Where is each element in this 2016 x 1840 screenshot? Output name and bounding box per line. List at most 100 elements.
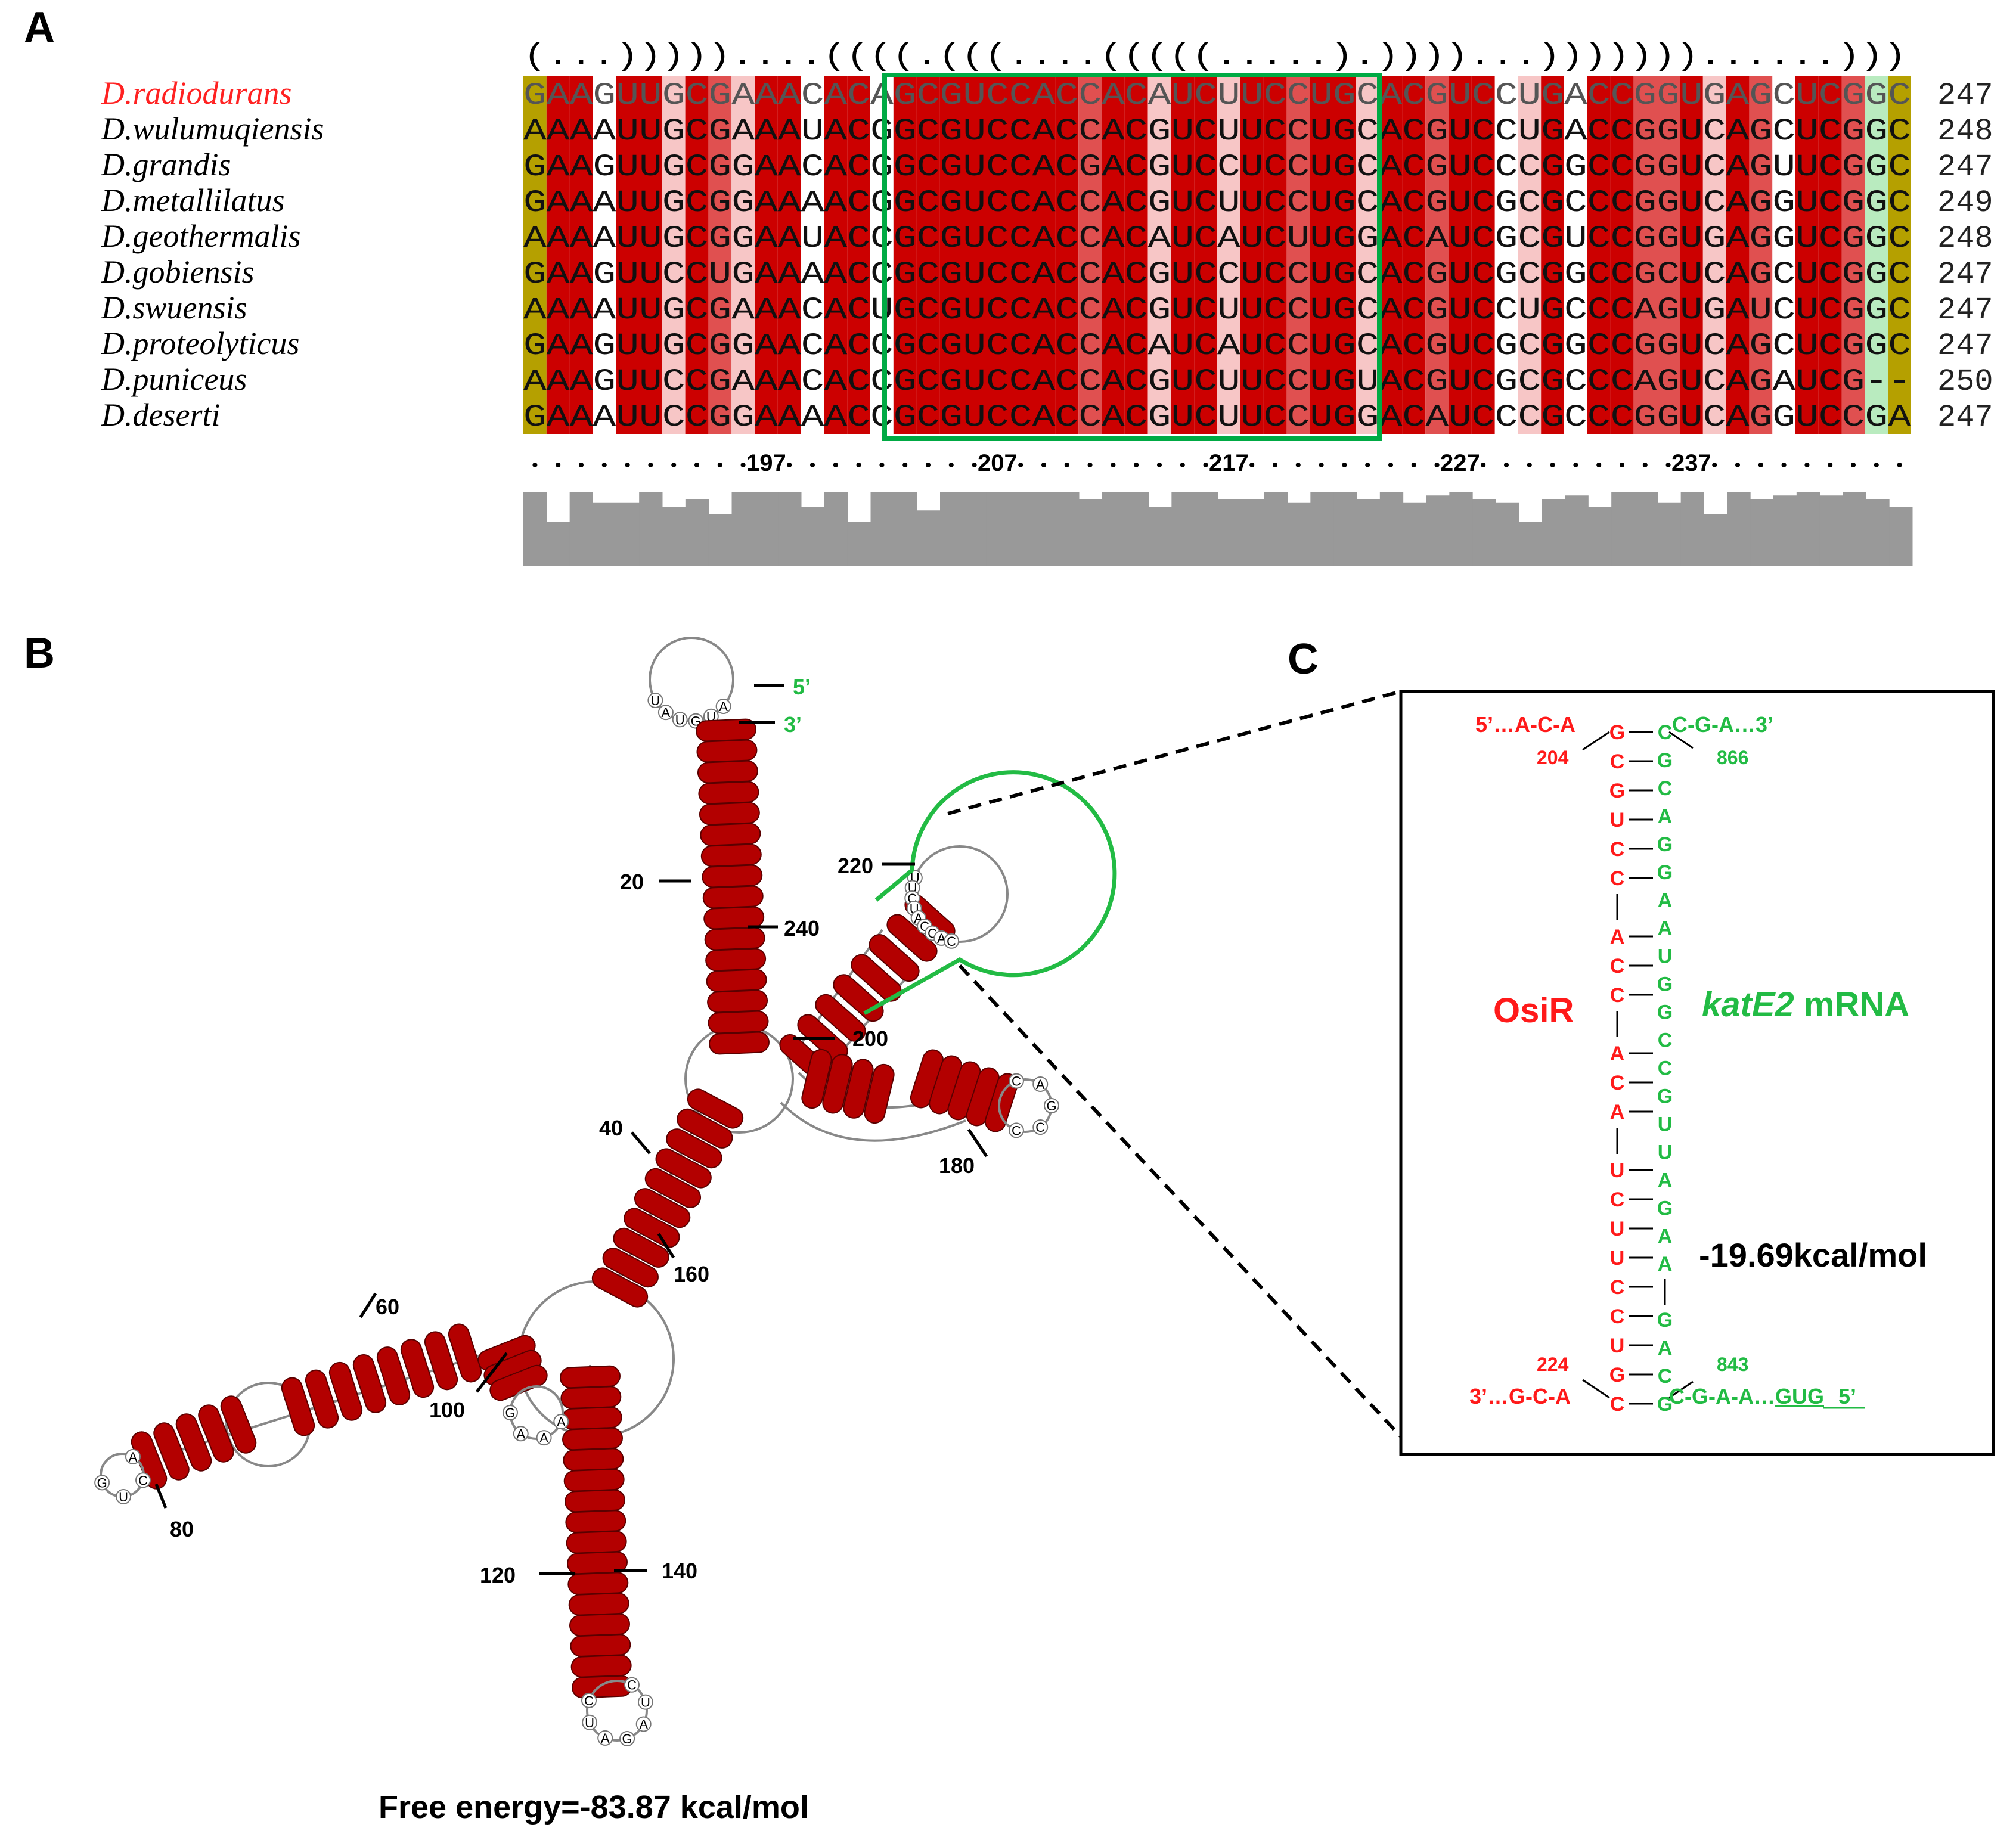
- loop-base-letter: A: [539, 1431, 548, 1445]
- alignment-column-shade: [616, 76, 639, 434]
- base-pair: [424, 1331, 458, 1391]
- alignment-column-shade: [1587, 76, 1611, 434]
- dot-bracket-line: (...)))))....((((.(((....(((((.....).)))…: [523, 39, 1906, 74]
- conservation-bar: [1680, 492, 1704, 566]
- loop-base: [536, 1430, 552, 1446]
- species-name: D.wulumuqiensis: [101, 111, 324, 147]
- sequence-row: AAAAUUGCGAAAUACGGCGUCCACCACGUCUUCCUGCACG…: [523, 114, 1911, 149]
- pos-40: 40: [599, 1116, 623, 1140]
- ruler-dot: [879, 463, 885, 467]
- osir-base: C: [1610, 1305, 1625, 1328]
- base-pair: [702, 885, 764, 909]
- loop-base: [94, 1475, 110, 1491]
- base-pair: [352, 1354, 387, 1413]
- ruler-dot: [1018, 463, 1023, 467]
- conservation-bar: [1195, 492, 1218, 566]
- sequence-length: 250: [1937, 364, 1993, 399]
- conservation-bar: [1079, 499, 1103, 566]
- species-name: D.metallilatus: [101, 182, 285, 218]
- base-pair: [702, 864, 763, 888]
- loop-80-bases: ACUG: [94, 1448, 151, 1504]
- pos-220: 220: [838, 854, 873, 878]
- alignment-column-shade: [1749, 76, 1773, 434]
- alignment-column-shade: [1102, 76, 1125, 434]
- alignment-column-shade: [1680, 76, 1703, 434]
- kate2-base: G: [1657, 1001, 1673, 1024]
- base-pair: [696, 739, 758, 763]
- base-pair-oval: [563, 1448, 624, 1471]
- base-pair: [489, 1364, 548, 1401]
- osir-base: G: [1609, 721, 1625, 744]
- base-pair: [328, 1361, 363, 1421]
- alignment-column-shade: [1356, 76, 1379, 434]
- alignment-column-shade: [1078, 76, 1102, 434]
- kate2-base: U: [1658, 1113, 1673, 1135]
- base-pair: [561, 1407, 622, 1430]
- zoom-connector-top: [947, 690, 1401, 815]
- base-pair-oval: [489, 1364, 548, 1401]
- ruler-dot: [579, 463, 584, 467]
- base-pair-oval: [704, 927, 765, 951]
- osir-base: C: [1610, 955, 1625, 978]
- osir-base: G: [1609, 780, 1625, 802]
- alignment-column-shade: [916, 76, 940, 434]
- bottom-five-prime: 5’: [1838, 1384, 1856, 1408]
- alignment-column-shade: [1865, 76, 1888, 434]
- base-pair: [815, 994, 866, 1042]
- alignment-column-shade: [546, 76, 570, 434]
- panel-a-label: A: [24, 4, 55, 51]
- base-pair-oval: [560, 1386, 622, 1409]
- conservation-bar: [1449, 492, 1473, 566]
- mrna-text: mRNA: [1794, 985, 1909, 1024]
- loop-base-letter: G: [505, 1405, 515, 1420]
- conservation-bar: [1657, 502, 1682, 566]
- base-pair-oval: [864, 1063, 895, 1124]
- conservation-bar: [1588, 507, 1612, 566]
- kate2-base: A: [1658, 917, 1673, 940]
- ruler-dot: [1134, 463, 1139, 467]
- conservation-bar: [1333, 492, 1357, 566]
- base-pair: [706, 969, 767, 992]
- alignment-column-shade: [1795, 76, 1819, 434]
- conservation-bar: [1102, 492, 1126, 566]
- sequence-row: GAAAUUGCGGAAAACGGCGUCCACCACGUCUUCCUGCACG…: [523, 185, 1911, 221]
- bottom-right-prefix: C-G-A-A…: [1669, 1384, 1775, 1408]
- base-pair-oval: [696, 718, 756, 742]
- base-pair-oval: [305, 1369, 339, 1429]
- alignment-column-shade: [893, 76, 917, 434]
- base-pair-oval: [984, 1073, 1019, 1132]
- alignment-column-shade: [1402, 76, 1426, 434]
- loop-base-letter: U: [650, 693, 660, 708]
- species-names: D.radioduransD.wulumuqiensisD.grandisD.m…: [101, 75, 324, 433]
- base-pair: [704, 927, 765, 951]
- sequence-length: 247: [1937, 150, 1993, 185]
- panel-b-label: B: [24, 629, 55, 677]
- conservation-bar: [1310, 492, 1334, 566]
- loop-base: [597, 1730, 613, 1746]
- ruler-dot: [1319, 463, 1324, 467]
- base-pair-oval: [567, 1572, 629, 1595]
- conservation-bar: [1518, 522, 1543, 566]
- base-pair-oval: [220, 1395, 257, 1454]
- ruler-dot: [856, 463, 861, 467]
- loop-base: [647, 693, 663, 708]
- base-pair-oval: [700, 843, 762, 867]
- osir-base: U: [1610, 1159, 1625, 1182]
- ruler-dot: [902, 463, 908, 467]
- alignment-column-shade: [1633, 76, 1657, 434]
- sequence-row: AAAAUUGCGAAACACUGCGUCCACCACGUCUUCCUGCACG…: [523, 293, 1911, 328]
- base-pair-oval: [424, 1331, 458, 1391]
- position-labels: 20 240 220 200 40 180 160 60 100 80 120 …: [154, 854, 988, 1587]
- base-pair: [175, 1413, 212, 1472]
- loop-base-letter: C: [584, 1693, 594, 1708]
- loop-base-letter: G: [622, 1732, 632, 1746]
- ruler-dot: [1781, 463, 1787, 467]
- base-pair-oval: [634, 1188, 691, 1228]
- alignment-column-shade: [1147, 76, 1171, 434]
- base-pair-oval: [562, 1427, 623, 1451]
- conservation-bar: [1472, 499, 1496, 566]
- base-pair-oval: [707, 989, 768, 1013]
- conservation-bar: [1009, 492, 1033, 566]
